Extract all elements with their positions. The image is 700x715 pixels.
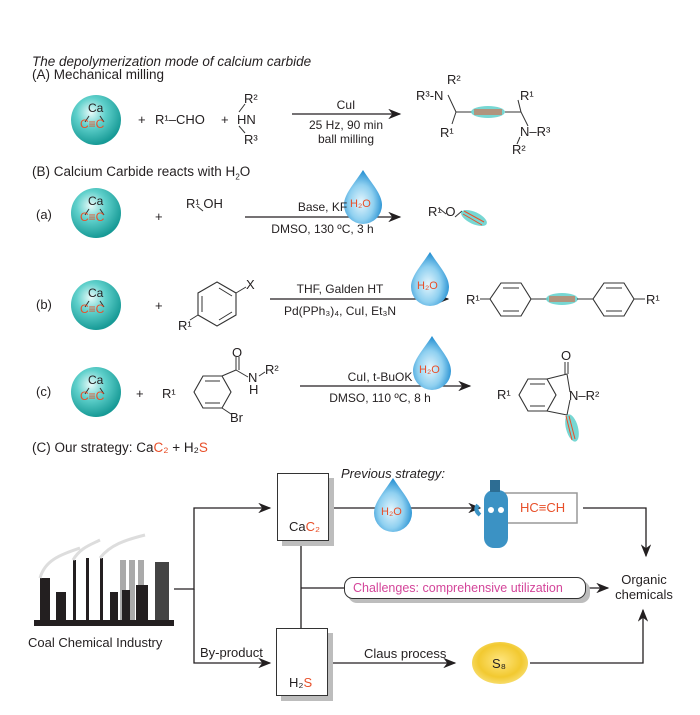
coal-industry-silhouette (34, 533, 174, 626)
sphere-ca-label: Ca (88, 194, 104, 208)
sphere-cc-label: C≡C (80, 210, 105, 224)
flow-line-byproduct (193, 589, 272, 669)
product-a-r2-top: R² (447, 72, 461, 87)
sphere-cc-label: C≡C (80, 389, 105, 403)
reagent-bb-bottom: Pd(PPh₃)₄, CuI, Et₃N (283, 304, 397, 318)
isoindolinone-product (518, 362, 579, 442)
ether-product: R¹ O (428, 204, 456, 219)
sphere-ca-label: Ca (88, 373, 104, 387)
figure-title: The depolymerization mode of calcium car… (32, 54, 312, 69)
sphere-ca-label: Ca (88, 101, 104, 115)
acetylene-cylinder (474, 480, 578, 548)
reagent-bc-bottom: DMSO, 110 ºC, 8 h (329, 391, 431, 405)
reagent-bb-top: THF, Galden HT (296, 282, 384, 296)
product-ba (439, 208, 487, 227)
isoindolinone-nr2: N–R² (569, 388, 600, 403)
coal-industry-label: Coal Chemical Industry (28, 635, 163, 650)
cac2-sphere-a (71, 95, 121, 145)
reagent-bc-top: CuI, t-BuOK (347, 370, 413, 384)
diaryl-r1-left: R¹ (466, 292, 480, 307)
reaction-label-a: (a) (36, 207, 52, 222)
diaryl-r1-right: R¹ (646, 292, 660, 307)
cac2-sphere-ba (71, 188, 121, 238)
reagent-a-bottom-2: ball milling (317, 132, 375, 146)
benzamide-br: Br (230, 410, 243, 425)
reaction-label-b: (b) (36, 297, 52, 312)
reagent-a-bottom-1: 25 Hz, 90 min (308, 118, 384, 132)
amine-r2: R² (244, 91, 258, 106)
isoindolinone-o: O (561, 348, 572, 363)
product-a-r3n: R³-N (416, 88, 444, 103)
plus-sign: + (221, 112, 229, 127)
benzamide-o: O (232, 345, 243, 360)
s8-label: S₈ (492, 656, 507, 671)
aldehyde-reactant: R¹–CHO (155, 112, 205, 127)
bromobenzamide (193, 357, 266, 415)
reagent-a-top: CuI (336, 98, 356, 112)
cac2-label: CaC₂ (289, 519, 321, 534)
product-a-nr3: N–R³ (520, 124, 551, 139)
plus-sign: + (138, 112, 146, 127)
diarylacetylene-product (480, 282, 645, 317)
benzamide-r1: R¹ (162, 386, 176, 401)
sphere-cc-label: C≡C (80, 302, 105, 316)
product-a-skeleton (447, 94, 529, 145)
water-label-ba: H₂O (350, 198, 371, 210)
section-a-heading: (A) Mechanical milling (32, 67, 165, 82)
byproduct-label: By-product (200, 645, 263, 660)
flow-line-acetylene (583, 507, 652, 558)
sphere-cc-label: C≡C (80, 117, 105, 131)
challenges-box: Challenges: comprehensive utilization (344, 577, 586, 599)
claus-process-label: Claus process (364, 646, 447, 661)
water-label-c: H₂O (381, 506, 402, 518)
flow-line-s8 (530, 608, 649, 664)
plus-sign: + (155, 209, 163, 224)
acetylene-label: HC≡CH (520, 500, 566, 515)
reagent-ba-top: Base, KF (297, 200, 348, 214)
amine-reactant: HN (237, 112, 256, 127)
benzamide-r2: R² (265, 362, 279, 377)
h2s-box: H₂S (276, 628, 328, 696)
section-b-heading: (B) Calcium Carbide reacts with H2O (32, 164, 251, 182)
water-drop-bc (413, 336, 451, 390)
product-a-r1-right: R¹ (520, 88, 534, 103)
benzamide-n: N (248, 370, 258, 385)
plus-sign: + (155, 298, 163, 313)
s8-pile (472, 642, 528, 684)
sphere-ca-label: Ca (88, 286, 104, 300)
organic-chemicals-line2: chemicals (615, 587, 673, 602)
h2s-label: H₂S (289, 675, 313, 690)
aryl-halide-r1: R¹ (178, 318, 192, 333)
cac2-sphere-bb (71, 280, 121, 330)
water-drop-bb (411, 252, 449, 306)
amine-r3: R³ (244, 132, 258, 147)
plus-sign: + (136, 386, 144, 401)
product-a-r2-bottom: R² (512, 142, 526, 157)
reaction-label-c: (c) (36, 384, 52, 399)
water-label-bc: H₂O (419, 364, 440, 376)
previous-strategy-label: Previous strategy: (341, 466, 446, 481)
isoindolinone-r1: R¹ (497, 387, 511, 402)
aryl-halide-x: X (246, 277, 255, 292)
reagent-ba-bottom: DMSO, 130 ºC, 3 h (271, 222, 374, 236)
product-a-r1-left: R¹ (440, 125, 454, 140)
alcohol-reactant: R¹ OH (186, 196, 223, 211)
section-c-heading: (C) Our strategy: CaC₂ + H₂S (32, 440, 208, 455)
water-drop-ba (344, 170, 382, 224)
flow-line-industry (174, 502, 272, 590)
organic-chemicals-line1: Organic (621, 572, 667, 587)
cac2-box: CaC₂ (277, 473, 329, 541)
water-label-bb: H₂O (417, 280, 438, 292)
cac2-sphere-bc (71, 367, 121, 417)
aryl-halide-ring (189, 281, 247, 327)
benzamide-h: H (249, 382, 259, 397)
water-drop-c (374, 478, 412, 532)
challenges-label: Challenges: comprehensive utilization (353, 581, 563, 595)
